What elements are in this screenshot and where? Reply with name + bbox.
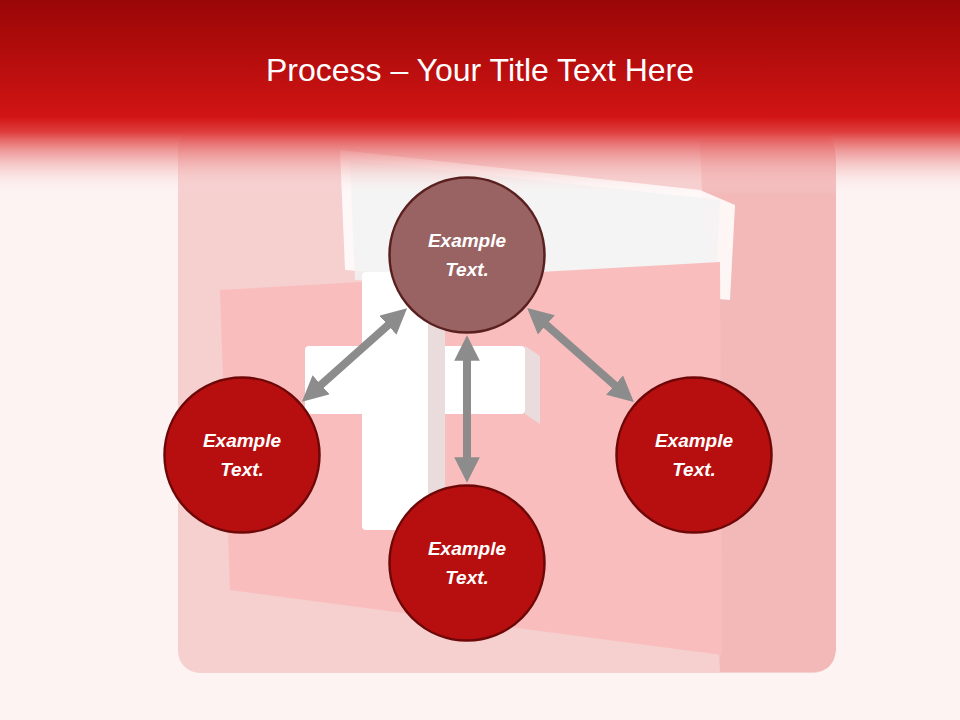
node-text: Example Text. [419, 226, 515, 284]
double-arrow [312, 317, 398, 393]
slide-title: Process – Your Title Text Here [0, 52, 960, 89]
process-circle: Example Text. [163, 376, 321, 534]
circle-outline [615, 376, 773, 534]
process-circle: Example Text. [388, 176, 546, 334]
node-text: Example Text. [194, 426, 290, 484]
process-circle: Example Text. [388, 484, 546, 642]
circle-outline [388, 484, 546, 642]
circle-outline [388, 176, 546, 334]
node-text: Example Text. [646, 426, 742, 484]
process-circle: Example Text. [615, 376, 773, 534]
circle-outline [163, 376, 321, 534]
double-arrow [463, 348, 471, 470]
node-text: Example Text. [419, 534, 515, 592]
double-arrow [537, 316, 624, 393]
